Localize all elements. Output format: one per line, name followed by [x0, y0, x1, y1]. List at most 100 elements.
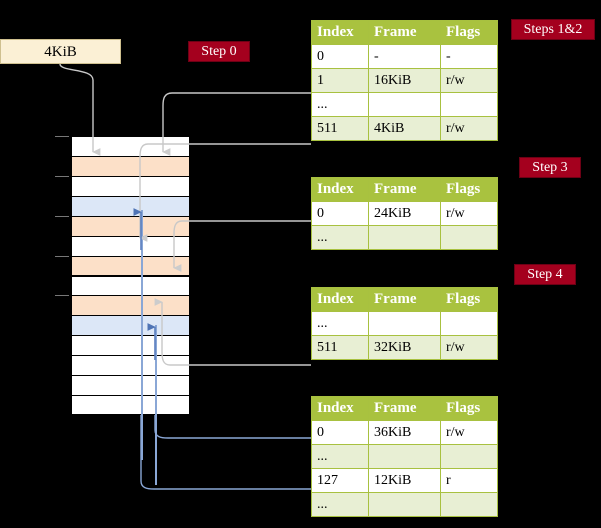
memory-frame-row	[71, 335, 190, 356]
badge-step-0-label: Step 0	[201, 44, 237, 59]
cell-flags	[440, 311, 498, 336]
cell-frame: 24KiB	[368, 201, 441, 226]
cell-flags	[440, 492, 498, 517]
cell-frame	[368, 225, 441, 250]
cell-frame	[368, 92, 441, 117]
cell-frame: 36KiB	[368, 420, 441, 445]
column-header-index: Index	[311, 396, 369, 421]
cell-frame	[368, 311, 441, 336]
column-header-flags: Flags	[440, 396, 498, 421]
column-header-flags: Flags	[440, 287, 498, 312]
cell-flags: r/w	[440, 116, 498, 141]
cell-frame: 12KiB	[368, 468, 441, 493]
memory-frame-row	[71, 235, 190, 256]
cell-frame	[368, 492, 441, 517]
table-row: ...	[311, 311, 498, 336]
table-row: 0--	[311, 44, 498, 69]
badge-steps-1-2: Steps 1&2	[511, 19, 595, 40]
memory-frame-row	[71, 175, 190, 196]
cell-index: 127	[311, 468, 369, 493]
badge-step-4-label: Step 4	[527, 267, 563, 282]
table-row: ...	[311, 444, 498, 469]
badge-step-4: Step 4	[514, 264, 576, 285]
grid-tick-mark	[55, 136, 69, 137]
column-header-flags: Flags	[440, 20, 498, 45]
column-header-frame: Frame	[368, 177, 441, 202]
cell-index: 0	[311, 420, 369, 445]
cell-frame	[368, 444, 441, 469]
cell-index: 511	[311, 335, 369, 360]
cell-index: 511	[311, 116, 369, 141]
cell-flags: r/w	[440, 68, 498, 93]
column-header-frame: Frame	[368, 287, 441, 312]
column-header-frame: Frame	[368, 396, 441, 421]
column-header-flags: Flags	[440, 177, 498, 202]
cell-flags: r	[440, 468, 498, 493]
table-row: ...	[311, 492, 498, 517]
grid-tick-mark	[55, 295, 69, 297]
cell-index: ...	[311, 311, 369, 336]
badge-steps-1-2-label: Steps 1&2	[523, 22, 583, 37]
frame-4kib-box: 4KiB	[0, 39, 121, 64]
cell-index: ...	[311, 492, 369, 517]
memory-frame-row	[71, 355, 190, 376]
memory-frame-row	[71, 136, 190, 156]
memory-frame-row	[71, 255, 190, 276]
cell-flags	[440, 92, 498, 117]
column-header-index: Index	[311, 287, 369, 312]
grid-tick-mark	[55, 215, 69, 217]
connector-blue-row127	[140, 415, 311, 490]
cell-index: ...	[311, 92, 369, 117]
cell-flags: r/w	[440, 201, 498, 226]
badge-step-3-label: Step 3	[532, 160, 568, 175]
grid-tick-mark	[55, 255, 69, 257]
frame-4kib-label: 4KiB	[44, 44, 77, 60]
memory-frame-row	[71, 395, 190, 415]
blue-trace-line-a	[141, 210, 143, 460]
cell-frame: 4KiB	[368, 116, 441, 141]
cell-index: ...	[311, 225, 369, 250]
cell-flags: r/w	[440, 335, 498, 360]
cell-index: 1	[311, 68, 369, 93]
cell-flags: -	[440, 44, 498, 69]
memory-frame-row	[71, 155, 190, 176]
cell-flags	[440, 444, 498, 469]
cell-index: 0	[311, 201, 369, 226]
table-row: ...	[311, 225, 498, 250]
cell-flags	[440, 225, 498, 250]
badge-step-3: Step 3	[519, 157, 581, 178]
memory-frame-row	[71, 375, 190, 396]
cell-index: 0	[311, 44, 369, 69]
connector-blue-row0	[154, 415, 311, 439]
table-row: ...	[311, 92, 498, 117]
column-header-index: Index	[311, 20, 369, 45]
physical-memory-frames	[55, 136, 190, 415]
memory-frame-row	[71, 215, 190, 236]
memory-frame-row	[71, 195, 190, 216]
cell-frame: -	[368, 44, 441, 69]
cell-frame: 16KiB	[368, 68, 441, 93]
cell-flags: r/w	[440, 420, 498, 445]
grid-tick-mark	[55, 175, 69, 177]
blue-trace-line-b	[155, 325, 157, 485]
cell-index: ...	[311, 444, 369, 469]
column-header-index: Index	[311, 177, 369, 202]
cell-frame: 32KiB	[368, 335, 441, 360]
memory-frame-row	[71, 315, 190, 336]
column-header-frame: Frame	[368, 20, 441, 45]
